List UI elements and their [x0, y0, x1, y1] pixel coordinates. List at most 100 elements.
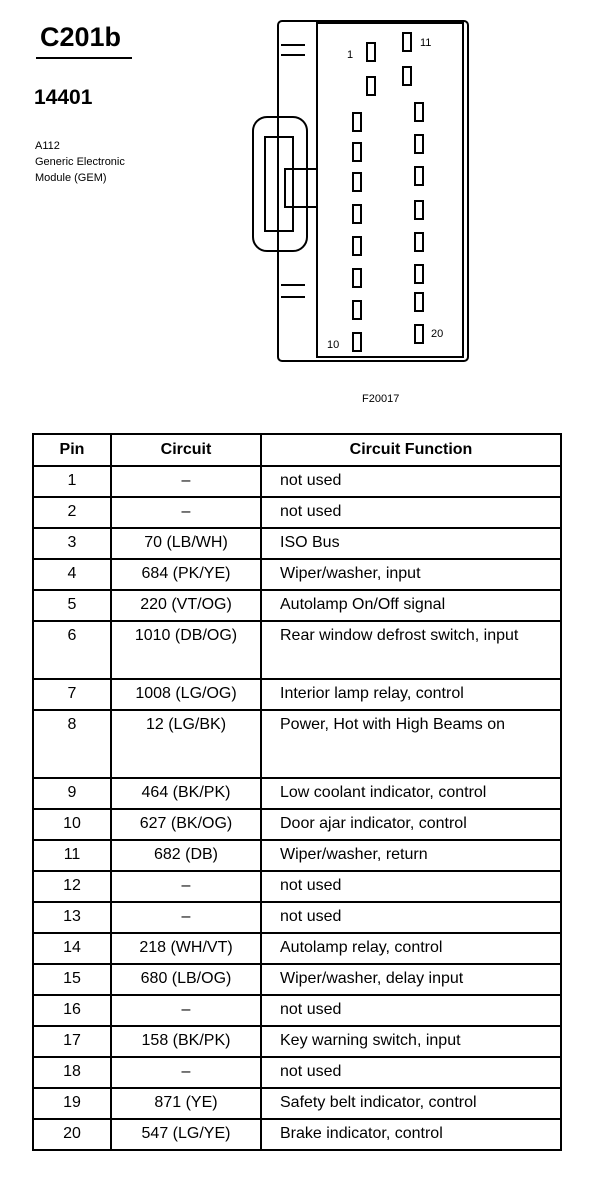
pin-2 — [366, 76, 376, 96]
pin-3 — [352, 112, 362, 132]
pin-1 — [366, 42, 376, 62]
function-cell: Safety belt indicator, control — [260, 1087, 562, 1120]
circuit-cell: 70 (LB/WH) — [110, 527, 262, 560]
circuit-cell: 627 (BK/OG) — [110, 808, 262, 841]
function-cell: Door ajar indicator, control — [260, 808, 562, 841]
pin-cell: 9 — [32, 777, 112, 810]
function-cell: Wiper/washer, delay input — [260, 963, 562, 996]
connector-latch — [252, 116, 308, 252]
circuit-cell: 871 (YE) — [110, 1087, 262, 1120]
circuit-cell: 12 (LG/BK) — [110, 709, 262, 779]
pin-15 — [414, 166, 424, 186]
figure-id: F20017 — [362, 393, 400, 405]
pin-cell: 8 — [32, 709, 112, 779]
function-cell: not used — [260, 1056, 562, 1089]
circuit-cell: 218 (WH/VT) — [110, 932, 262, 965]
circuit-cell: 1010 (DB/OG) — [110, 620, 262, 680]
connector-title: C201b — [40, 22, 122, 52]
pin-7 — [352, 236, 362, 256]
pin-17 — [414, 232, 424, 252]
latch-inner — [264, 136, 294, 232]
pin-cell: 16 — [32, 994, 112, 1027]
pin-12 — [402, 66, 412, 86]
function-cell: Brake indicator, control — [260, 1118, 562, 1151]
pin-4 — [352, 142, 362, 162]
pin-13 — [414, 102, 424, 122]
pin-6 — [352, 204, 362, 224]
table-row: 16–not used — [32, 994, 562, 1027]
pin-11 — [402, 32, 412, 52]
circuit-cell: 680 (LB/OG) — [110, 963, 262, 996]
table-row: 2–not used — [32, 496, 562, 529]
pin-cell: 13 — [32, 901, 112, 934]
function-cell: Autolamp relay, control — [260, 932, 562, 965]
pin-cell: 15 — [32, 963, 112, 996]
pin-label-11: 11 — [420, 37, 431, 49]
header-circuit: Circuit — [110, 433, 262, 467]
connector-cavity — [316, 22, 464, 358]
function-cell: Wiper/washer, return — [260, 839, 562, 872]
pin-14 — [414, 134, 424, 154]
pin-8 — [352, 268, 362, 288]
title-underline — [36, 57, 132, 59]
circuit-cell: 684 (PK/YE) — [110, 558, 262, 591]
pin-5 — [352, 172, 362, 192]
pin-cell: 3 — [32, 527, 112, 560]
function-cell: ISO Bus — [260, 527, 562, 560]
circuit-cell: 158 (BK/PK) — [110, 1025, 262, 1058]
circuit-cell: – — [110, 901, 262, 934]
header-pin: Pin — [32, 433, 112, 467]
function-cell: not used — [260, 465, 562, 498]
housing-rib — [281, 44, 305, 298]
pin-cell: 10 — [32, 808, 112, 841]
table-row: 13–not used — [32, 901, 562, 934]
description-line: Module (GEM) — [35, 172, 107, 184]
pin-cell: 5 — [32, 589, 112, 622]
function-cell: not used — [260, 994, 562, 1027]
table-row: 1–not used — [32, 465, 562, 498]
pin-cell: 4 — [32, 558, 112, 591]
connector-description: A112 Generic Electronic Module (GEM) — [35, 138, 125, 186]
circuit-cell: – — [110, 870, 262, 903]
pin-cell: 14 — [32, 932, 112, 965]
function-cell: Low coolant indicator, control — [260, 777, 562, 810]
table-row: 18–not used — [32, 1056, 562, 1089]
pin-cell: 2 — [32, 496, 112, 529]
pin-cell: 20 — [32, 1118, 112, 1151]
circuit-cell: 682 (DB) — [110, 839, 262, 872]
circuit-cell: – — [110, 465, 262, 498]
circuit-cell: – — [110, 1056, 262, 1089]
pin-19 — [414, 292, 424, 312]
pin-cell: 17 — [32, 1025, 112, 1058]
pin-label-1: 1 — [347, 49, 353, 61]
pin-cell: 7 — [32, 678, 112, 711]
function-cell: Rear window defrost switch, input — [260, 620, 562, 680]
pin-cell: 6 — [32, 620, 112, 680]
function-cell: not used — [260, 901, 562, 934]
connector-housing — [277, 20, 469, 362]
table-row: 12–not used — [32, 870, 562, 903]
circuit-cell: 547 (LG/YE) — [110, 1118, 262, 1151]
pin-cell: 19 — [32, 1087, 112, 1120]
function-cell: Key warning switch, input — [260, 1025, 562, 1058]
pin-18 — [414, 264, 424, 284]
pin-cell: 11 — [32, 839, 112, 872]
function-cell: Interior lamp relay, control — [260, 678, 562, 711]
latch-tab — [284, 168, 318, 208]
description-line: A112 — [35, 140, 60, 152]
connector-face-diagram: 1 11 10 20 — [252, 20, 469, 362]
pin-cell: 12 — [32, 870, 112, 903]
